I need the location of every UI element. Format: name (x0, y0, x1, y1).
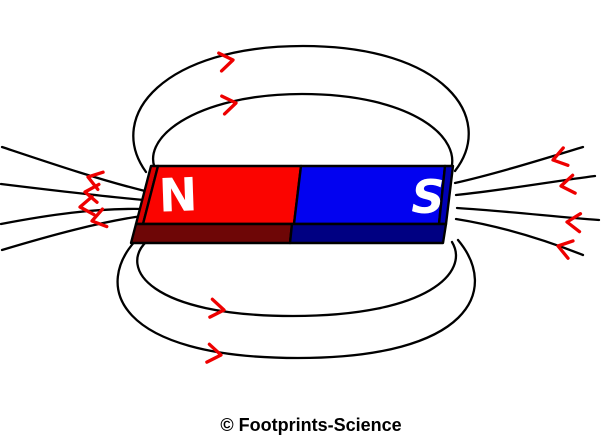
arrow-top-inner (220, 94, 238, 116)
field-line-right-1 (453, 145, 585, 185)
arrow-right-2 (559, 173, 577, 195)
arrow-bottom-inner (208, 297, 226, 319)
bar-magnet: N S (129, 164, 455, 245)
field-line-left-4 (0, 214, 144, 252)
copyright-text: © Footprints-Science (220, 415, 401, 435)
field-line-left-3 (0, 207, 145, 226)
south-pole-front-face (288, 222, 448, 245)
field-line-bottom-outer (116, 236, 476, 360)
arrow-right-1 (551, 146, 570, 167)
arrow-left-3 (78, 195, 96, 217)
arrow-top-outer (217, 51, 235, 73)
field-line-right-2 (454, 174, 597, 197)
field-direction-arrows (78, 51, 583, 364)
arrow-left-4 (90, 207, 109, 229)
field-line-top-outer (132, 44, 470, 174)
north-pole-label: N (158, 167, 198, 222)
arrow-left-2 (83, 182, 101, 204)
arrow-right-3 (565, 212, 583, 234)
field-line-right-4 (454, 217, 585, 257)
arrow-bottom-outer (205, 342, 223, 364)
field-line-left-1 (0, 145, 147, 193)
field-line-top-inner (151, 92, 454, 176)
field-line-left-2 (0, 182, 146, 202)
arrow-right-4 (556, 239, 575, 260)
field-line-bottom-inner (136, 239, 458, 318)
south-pole-label: S (411, 170, 444, 224)
field-lines (0, 44, 601, 360)
field-line-right-3 (455, 206, 601, 222)
north-pole-front-face (129, 222, 294, 245)
